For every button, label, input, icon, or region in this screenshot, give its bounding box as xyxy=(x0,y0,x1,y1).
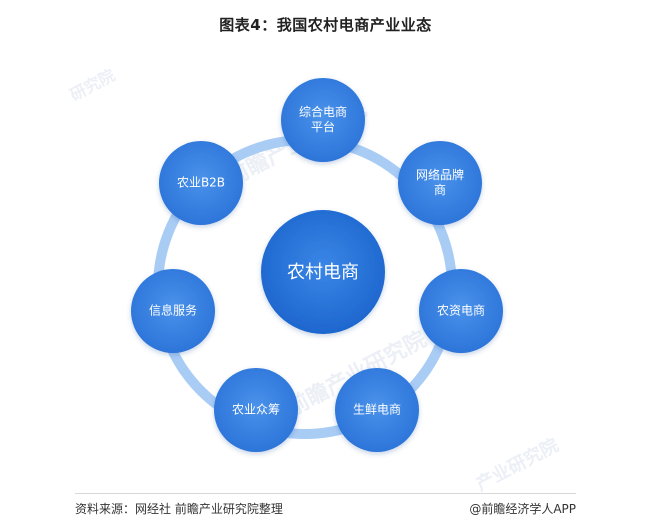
center-node-label: 农村电商 xyxy=(287,262,359,283)
node-circle xyxy=(214,368,298,452)
node-circle xyxy=(159,141,243,225)
node-label: 综合电商 xyxy=(299,104,347,119)
watermark-text: 研究院 xyxy=(67,65,118,104)
node-label: 商 xyxy=(434,182,446,197)
node-label: 信息服务 xyxy=(149,303,197,318)
node-label: 平台 xyxy=(311,119,335,134)
node-circle xyxy=(419,269,503,353)
node-circle xyxy=(131,269,215,353)
footer: 资料来源：网经社 前瞻产业研究院整理 @前瞻经济学人APP xyxy=(75,493,576,517)
node-label: 农业众筹 xyxy=(232,403,280,417)
node-label: 生鲜电商 xyxy=(353,402,401,417)
credit-note: @前瞻经济学人APP xyxy=(469,502,576,516)
node-info-service: 信息服务 xyxy=(131,269,215,353)
node-circle xyxy=(335,368,419,452)
node-label: 网络品牌 xyxy=(416,167,464,182)
figure-title: 图表4：我国农村电商产业业态 xyxy=(219,16,432,34)
node-crowdfunding: 农业众筹 xyxy=(214,368,298,452)
node-label: 农资电商 xyxy=(437,303,485,318)
watermark-text: 产业研究院 xyxy=(472,434,562,496)
center-node: 农村电商 xyxy=(261,210,385,334)
node-circle xyxy=(281,78,365,162)
node-agri-b2b: 农业B2B xyxy=(159,141,243,225)
node-fresh-food: 生鲜电商 xyxy=(335,368,419,452)
source-note: 资料来源：网经社 前瞻产业研究院整理 xyxy=(75,502,283,516)
node-agri-supply: 农资电商 xyxy=(419,269,503,353)
node-circle xyxy=(398,141,482,225)
node-label: 农业B2B xyxy=(177,176,225,190)
